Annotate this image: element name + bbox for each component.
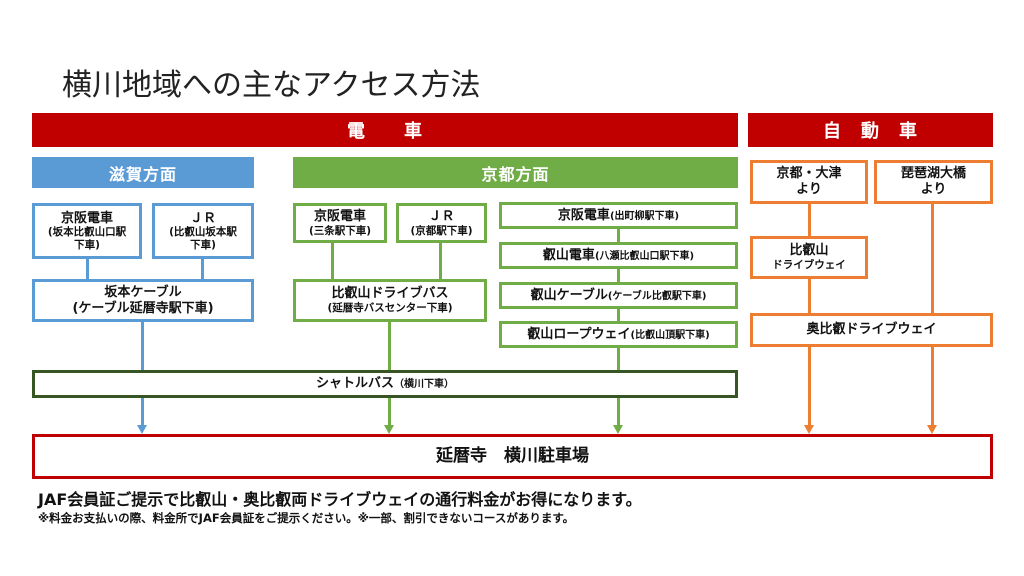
car-header: 自 動 車 — [748, 113, 993, 147]
route-name: 京都・大津 — [776, 166, 842, 182]
route-box-from-biwako-ohashi: 琵琶湖大橋 より — [874, 160, 993, 204]
route-name: 叡山電車 — [542, 247, 595, 263]
route-sub: (八瀬比叡山口駅下車) — [594, 250, 695, 262]
route-sub: (比叡山坂本駅 — [169, 226, 237, 239]
route-sub: より — [796, 182, 822, 197]
route-name: ＪＲ — [189, 210, 216, 226]
route-name: 叡山ケーブル — [530, 287, 608, 303]
route-box-from-kyoto-otsu: 京都・大津 より — [750, 160, 868, 204]
jaf-discount-note: JAF会員証ご提示で比叡山・奥比叡両ドライブウェイの通行料金がお得になります。 — [38, 490, 642, 509]
connector-line — [331, 243, 334, 279]
route-box-eizan-train: 叡山電車(八瀬比叡山口駅下車) — [499, 242, 738, 269]
route-box-keihan-sakamoto: 京阪電車 (坂本比叡山口駅 下車) — [32, 203, 142, 259]
connector-line — [388, 322, 391, 370]
connector-line — [617, 398, 620, 426]
connector-line — [439, 243, 442, 279]
route-name: ＪＲ — [428, 208, 455, 224]
arrow-down-icon — [927, 425, 937, 434]
route-box-shuttle-bus: シャトルバス（横川下車） — [32, 370, 738, 398]
route-sub: (三条駅下車) — [308, 224, 372, 237]
route-box-eizan-cable: 叡山ケーブル(ケーブル比叡駅下車) — [499, 282, 738, 309]
route-sub: 下車) — [74, 238, 100, 251]
arrow-down-icon — [137, 425, 147, 434]
route-name: 比叡山ドライブバス — [331, 286, 449, 302]
route-sub: (延暦寺バスセンター下車) — [327, 302, 453, 314]
route-name: 奥比叡ドライブウェイ — [806, 322, 937, 338]
route-sub: (京都駅下車) — [410, 224, 473, 237]
route-sub: (比叡山頂駅下車) — [630, 329, 710, 341]
route-name: シャトルバス — [315, 376, 394, 392]
route-name: 京阪電車 — [60, 210, 113, 226]
connector-line — [201, 259, 204, 279]
arrow-down-icon — [804, 425, 814, 434]
jaf-payment-note: ※料金お支払いの際、料金所でJAF会員証をご提示ください。※一部、割引できないコ… — [38, 511, 575, 525]
route-name: 京阪電車 — [313, 208, 366, 224]
route-box-jr-kyoto: ＪＲ (京都駅下車) — [396, 203, 487, 243]
page-title: 横川地域への主なアクセス方法 — [62, 68, 481, 103]
destination-box: 延暦寺 横川駐車場 — [32, 434, 993, 479]
route-box-sakamoto-cable: 坂本ケーブル (ケーブル延暦寺駅下車) — [32, 279, 254, 322]
route-sub: (坂本比叡山口駅 — [47, 226, 127, 239]
route-sub: 下車) — [190, 238, 216, 251]
connector-line — [141, 322, 144, 370]
arrow-down-icon — [384, 425, 394, 434]
route-box-eizan-ropeway: 叡山ロープウェイ(比叡山頂駅下車) — [499, 321, 738, 348]
connector-line — [86, 259, 89, 279]
route-sub: ドライブウェイ — [772, 259, 846, 271]
route-box-hieizan-driveway: 比叡山 ドライブウェイ — [750, 236, 868, 279]
route-box-keihan-sanjo: 京阪電車 (三条駅下車) — [293, 203, 387, 243]
route-sub: (出町柳駅下車) — [609, 210, 680, 222]
train-header: 電 車 — [32, 113, 738, 147]
route-box-jr-hieizan-sakamoto: ＪＲ (比叡山坂本駅 下車) — [152, 203, 254, 259]
route-name: 坂本ケーブル — [104, 284, 182, 300]
shiga-header: 滋賀方面 — [32, 157, 254, 188]
route-sub: より — [920, 182, 947, 197]
route-box-hieizan-drive-bus: 比叡山ドライブバス (延暦寺バスセンター下車) — [293, 279, 487, 322]
arrow-down-icon — [613, 425, 623, 434]
route-sub: （横川下車） — [394, 379, 454, 391]
connector-line — [388, 398, 391, 426]
route-name: 比叡山 — [789, 243, 829, 259]
route-box-okuhiei-driveway: 奥比叡ドライブウェイ — [750, 313, 993, 347]
route-box-keihan-demachiyanagi: 京阪電車(出町柳駅下車) — [499, 202, 738, 229]
route-name: 京阪電車 — [557, 207, 610, 223]
route-name: 叡山ロープウェイ — [527, 326, 631, 342]
route-sub: (ケーブル延暦寺駅下車) — [72, 300, 214, 316]
route-sub: (ケーブル比叡駅下車) — [607, 290, 707, 302]
route-name: 琵琶湖大橋 — [900, 166, 966, 182]
connector-line — [141, 398, 144, 426]
kyoto-header: 京都方面 — [293, 157, 738, 188]
